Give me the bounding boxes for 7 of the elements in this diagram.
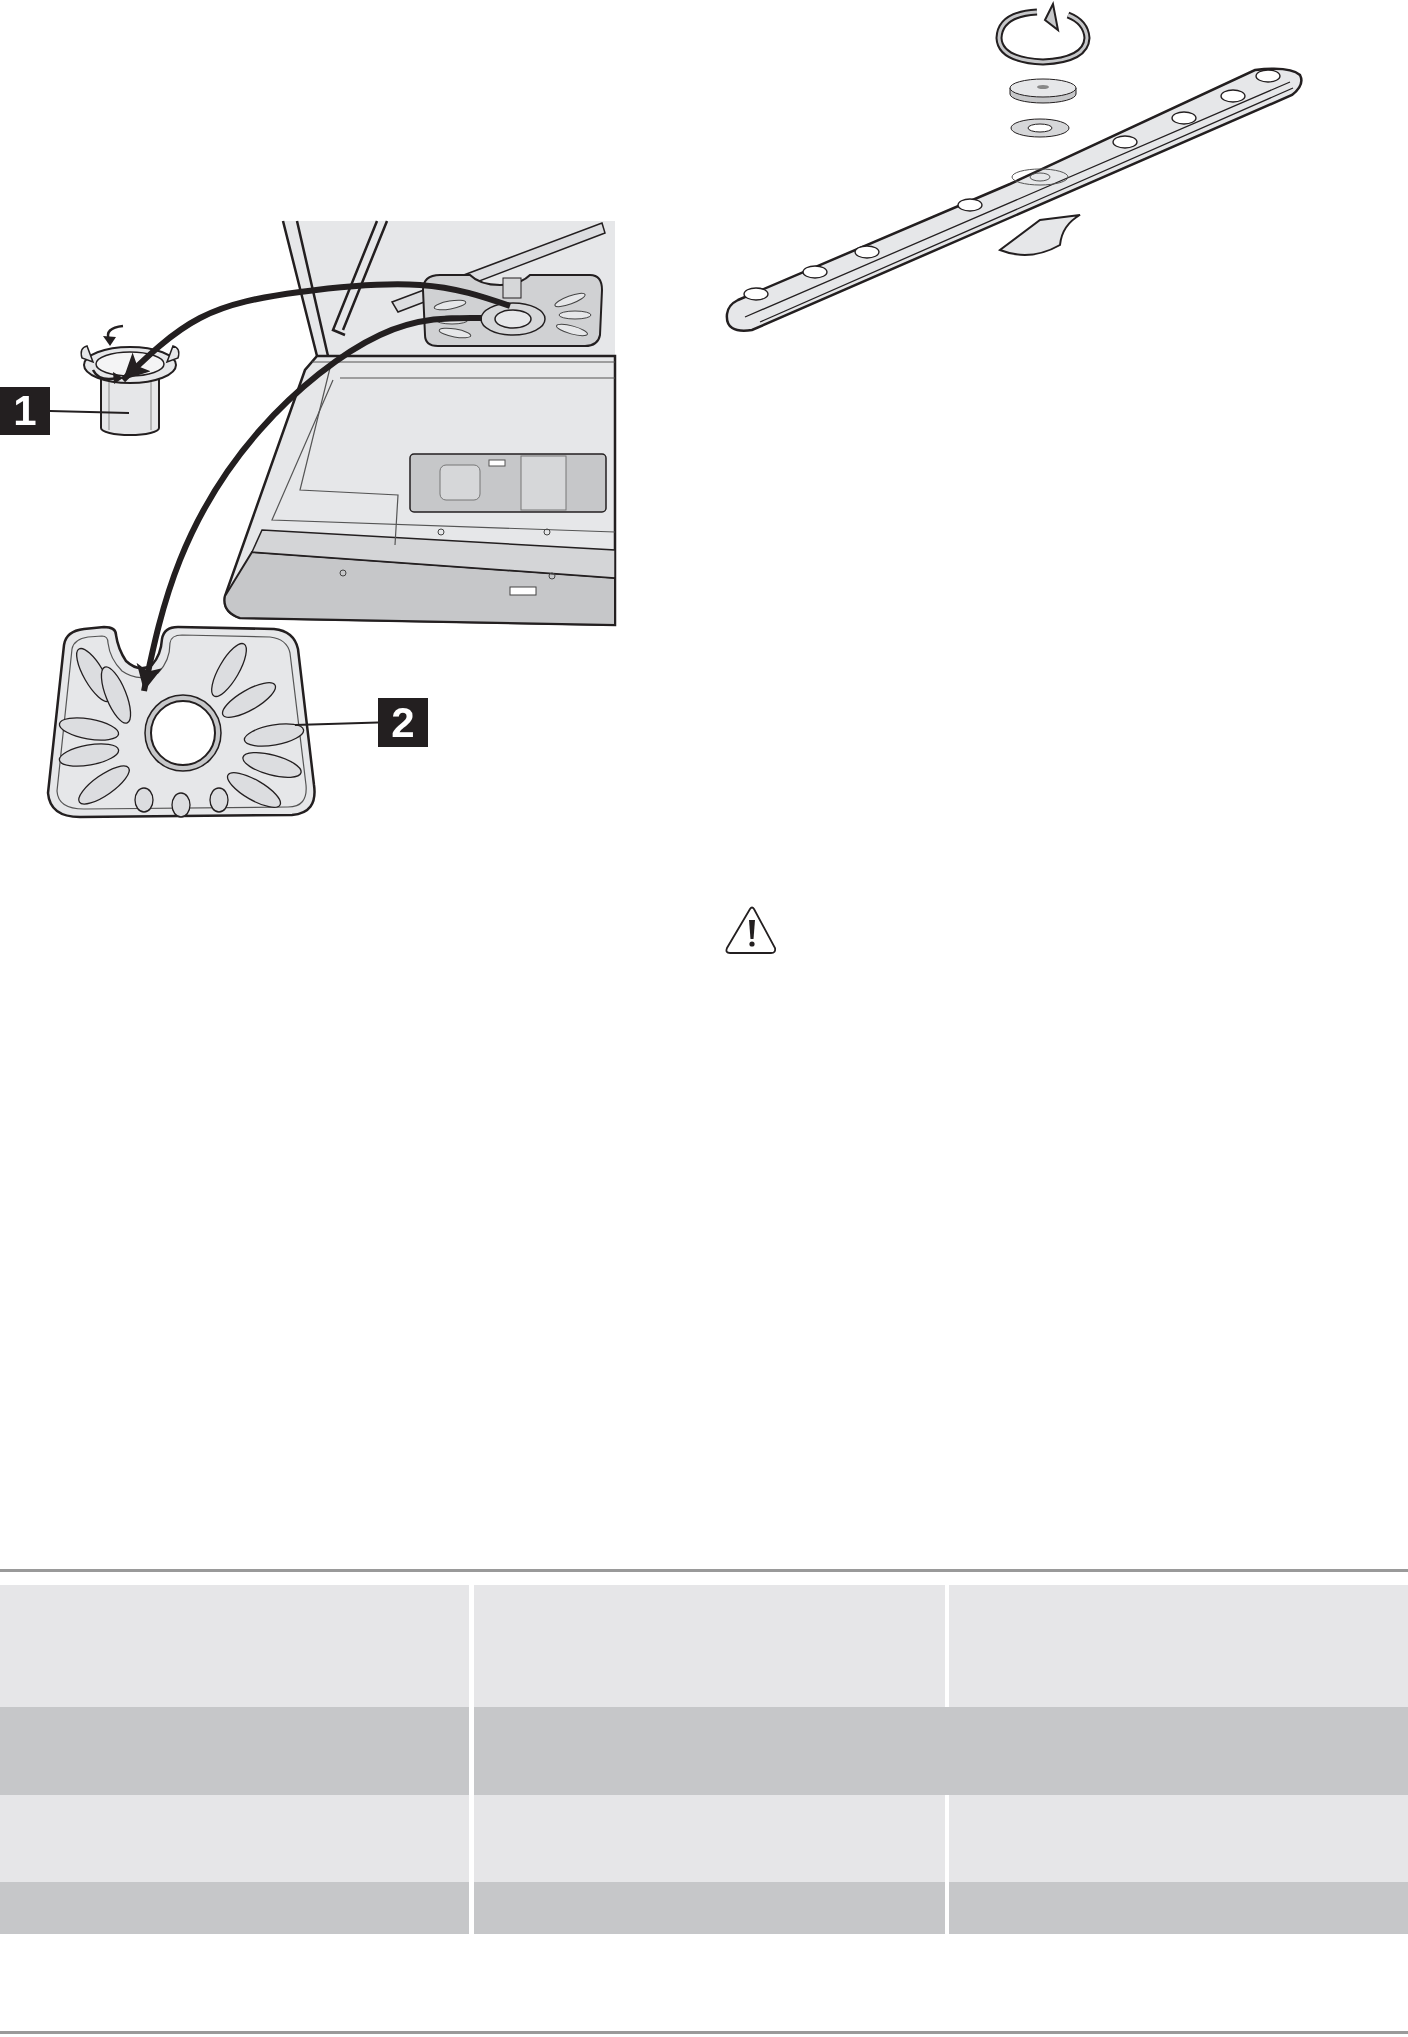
arrow <box>120 281 511 383</box>
callout-number: 1 <box>0 387 50 435</box>
arrow <box>136 314 483 692</box>
leader-line <box>294 721 379 726</box>
callout-number: 2 <box>378 698 428 747</box>
leader-line <box>49 410 130 414</box>
sump-drawing <box>480 302 546 336</box>
